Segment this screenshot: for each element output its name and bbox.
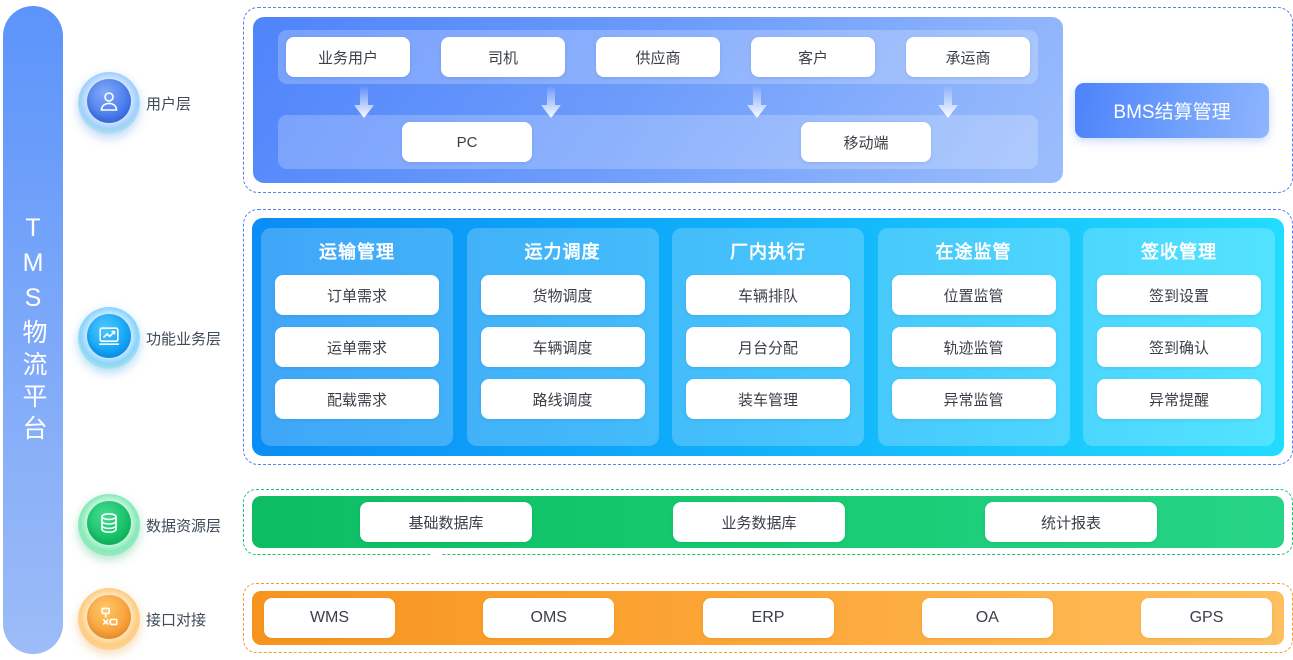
interface-item[interactable]: WMS bbox=[264, 598, 395, 638]
data-item[interactable]: 统计报表 bbox=[985, 502, 1157, 542]
interface-item[interactable]: ERP bbox=[702, 598, 834, 638]
business-item[interactable]: 异常提醒 bbox=[1097, 379, 1261, 419]
layer-label-data: 数据资源层 bbox=[146, 517, 222, 535]
data-item[interactable]: 基础数据库 bbox=[360, 502, 532, 542]
business-item[interactable]: 货物调度 bbox=[480, 275, 645, 315]
user-layer-panel: 业务用户 司机 供应商 客户 承运商 bbox=[253, 17, 1063, 183]
network-icon-badge bbox=[78, 588, 140, 650]
business-item[interactable]: 配载需求 bbox=[275, 379, 439, 419]
business-column-title: 在途监管 bbox=[935, 242, 1012, 262]
business-item[interactable]: 签到确认 bbox=[1097, 327, 1261, 367]
business-column-title: 厂内执行 bbox=[730, 242, 806, 262]
business-item[interactable]: 车辆排队 bbox=[686, 275, 850, 315]
business-layer-panel: 运输管理 订单需求 运单需求 配载需求 运力调度 货物调度 车辆调度 路线调度 … bbox=[252, 218, 1284, 456]
business-item[interactable]: 订单需求 bbox=[275, 275, 439, 315]
role-chip[interactable]: 司机 bbox=[441, 37, 565, 77]
data-layer-panel: 基础数据库 业务数据库 统计报表 bbox=[252, 496, 1284, 548]
business-item[interactable]: 轨迹监管 bbox=[891, 327, 1056, 367]
terminal-chip-pc[interactable]: PC bbox=[402, 122, 532, 162]
user-terminals-row: PC 移动端 bbox=[278, 115, 1038, 169]
business-item[interactable]: 路线调度 bbox=[480, 379, 645, 419]
layer-label-interface: 接口对接 bbox=[146, 611, 207, 629]
down-arrow-icon bbox=[747, 87, 767, 119]
user-icon-badge bbox=[78, 72, 140, 134]
interface-item[interactable]: OA bbox=[921, 598, 1053, 638]
chart-icon-badge bbox=[78, 307, 140, 369]
platform-title-bar: TMS物流平台 bbox=[3, 6, 63, 654]
business-column-title: 运输管理 bbox=[319, 242, 395, 262]
down-arrow-icon bbox=[354, 87, 374, 119]
business-column-intransit: 在途监管 位置监管 轨迹监管 异常监管 bbox=[877, 228, 1070, 446]
role-chip[interactable]: 客户 bbox=[751, 37, 875, 77]
business-item[interactable]: 车辆调度 bbox=[480, 327, 645, 367]
interface-layer-panel: WMS OMS ERP OA GPS bbox=[252, 591, 1284, 645]
role-chip[interactable]: 承运商 bbox=[906, 37, 1030, 77]
platform-title: TMS物流平台 bbox=[19, 213, 47, 447]
business-item[interactable]: 异常监管 bbox=[891, 379, 1056, 419]
layer-tag-business: 功能业务层 bbox=[78, 307, 221, 369]
business-item[interactable]: 运单需求 bbox=[275, 327, 439, 367]
bms-settlement-button[interactable]: BMS结算管理 bbox=[1075, 83, 1269, 138]
interface-item[interactable]: GPS bbox=[1141, 598, 1272, 638]
business-column-capacity: 运力调度 货物调度 车辆调度 路线调度 bbox=[466, 228, 659, 446]
business-item[interactable]: 月台分配 bbox=[686, 327, 850, 367]
business-column-transport: 运输管理 订单需求 运单需求 配载需求 bbox=[261, 228, 453, 446]
database-icon bbox=[87, 501, 131, 545]
chart-icon bbox=[87, 314, 131, 358]
layer-tag-user: 用户层 bbox=[78, 72, 191, 134]
database-icon-badge bbox=[78, 494, 140, 556]
terminal-chip-mobile[interactable]: 移动端 bbox=[801, 122, 931, 162]
interface-item[interactable]: OMS bbox=[483, 598, 615, 638]
business-item[interactable]: 位置监管 bbox=[891, 275, 1056, 315]
business-column-infactory: 厂内执行 车辆排队 月台分配 装车管理 bbox=[672, 228, 864, 446]
data-item[interactable]: 业务数据库 bbox=[673, 502, 845, 542]
layer-label-user: 用户层 bbox=[146, 95, 192, 113]
layer-tag-interface: 接口对接 bbox=[78, 588, 206, 650]
down-arrow-icon bbox=[423, 552, 449, 587]
user-icon bbox=[87, 79, 131, 123]
layer-tag-data: 数据资源层 bbox=[78, 494, 221, 556]
down-arrow-icon bbox=[938, 87, 958, 119]
business-column-title: 运力调度 bbox=[524, 242, 601, 262]
layer-label-business: 功能业务层 bbox=[146, 330, 222, 348]
network-icon bbox=[87, 595, 131, 639]
down-arrow-icon bbox=[541, 87, 561, 119]
user-roles-row: 业务用户 司机 供应商 客户 承运商 bbox=[278, 30, 1038, 84]
business-item[interactable]: 装车管理 bbox=[686, 379, 850, 419]
role-chip[interactable]: 供应商 bbox=[596, 37, 720, 77]
business-column-title: 签收管理 bbox=[1141, 242, 1217, 262]
business-column-signoff: 签收管理 签到设置 签到确认 异常提醒 bbox=[1083, 228, 1275, 446]
role-chip[interactable]: 业务用户 bbox=[286, 37, 410, 77]
business-item[interactable]: 签到设置 bbox=[1097, 275, 1261, 315]
